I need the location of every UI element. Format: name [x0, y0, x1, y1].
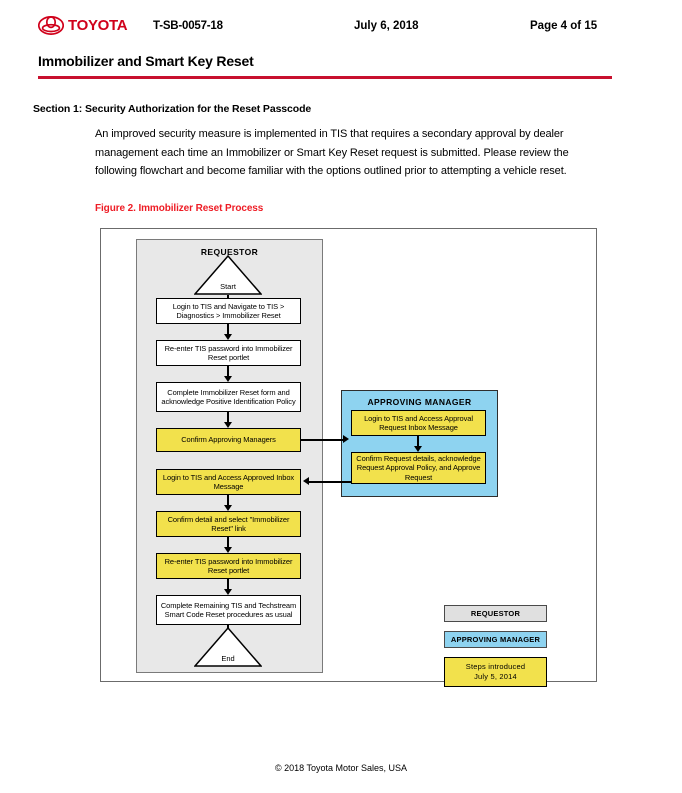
page-title: Immobilizer and Smart Key Reset: [38, 53, 254, 69]
connector-mgr-1-2: [417, 436, 419, 448]
arrow-down-mgr: [413, 446, 422, 452]
header-divider: [38, 76, 612, 79]
flow-step-complete-remaining: Complete Remaining TIS and Techstream Sm…: [156, 595, 301, 625]
arrow-down-7: [223, 589, 232, 595]
arrow-right-to-manager: [343, 434, 349, 443]
legend-item-requestor: REQUESTOR: [444, 605, 547, 622]
toyota-emblem-icon: [38, 16, 64, 35]
document-date: July 6, 2018: [354, 20, 419, 32]
swimlane-requestor-title: REQUESTOR: [200, 247, 259, 257]
swimlane-manager-title: APPROVING MANAGER: [367, 397, 472, 407]
flow-step-reenter-password-2: Re-enter TIS password into Immobilizer R…: [156, 553, 301, 579]
section-paragraph: An improved security measure is implemen…: [95, 128, 569, 177]
page-header: TOYOTA T-SB-0057-18 July 6, 2018 Page 4 …: [38, 16, 612, 42]
arrow-down-3: [223, 376, 232, 382]
connector-requestor-to-manager: [301, 439, 343, 441]
section-heading: Section 1: Security Authorization for th…: [33, 103, 312, 115]
page-number: Page 4 of 15: [530, 20, 598, 32]
flow-step-manager-access-approval-inbox: Login to TIS and Access Approval Request…: [351, 410, 486, 436]
connector-7-8: [227, 579, 229, 591]
flow-end-label: End: [221, 654, 235, 663]
toyota-wordmark: TOYOTA: [68, 17, 128, 34]
flow-step-reenter-password-1: Re-enter TIS password into Immobilizer R…: [156, 340, 301, 366]
flow-step-login-navigate: Login to TIS and Navigate to TIS > Diagn…: [156, 298, 301, 324]
document-id: T-SB-0057-18: [153, 20, 223, 32]
flow-start-node: Start: [194, 255, 262, 295]
connector-6-7: [227, 537, 229, 549]
connector-2-3: [227, 366, 229, 378]
flow-step-confirm-approving-managers: Confirm Approving Managers: [156, 428, 301, 452]
toyota-logo: TOYOTA: [38, 16, 128, 35]
figure-caption: Figure 2. Immobilizer Reset Process: [95, 203, 264, 214]
legend-item-approving-manager: APPROVING MANAGER: [444, 631, 547, 648]
flow-start-label: Start: [220, 282, 236, 291]
connector-manager-to-requestor: [309, 481, 351, 483]
connector-5-6: [227, 495, 229, 507]
flow-step-manager-confirm-approve: Confirm Request details, acknowledge Req…: [351, 452, 486, 484]
flow-step-complete-form: Complete Immobilizer Reset form and ackn…: [156, 382, 301, 412]
flow-step-access-approved-inbox: Login to TIS and Access Approved Inbox M…: [156, 469, 301, 495]
arrow-down-4: [223, 422, 232, 428]
connector-3-4: [227, 412, 229, 424]
figure-frame: REQUESTOR APPROVING MANAGER Start Login …: [100, 228, 597, 687]
page-footer: © 2018 Toyota Motor Sales, USA: [274, 763, 408, 773]
connector-1-2: [227, 324, 229, 336]
flow-step-confirm-detail-select-link: Confirm detail and select "Immobilizer R…: [156, 511, 301, 537]
flow-end-node: End: [194, 627, 262, 667]
arrow-down-2: [223, 334, 232, 340]
arrow-down-5: [223, 505, 232, 511]
figure-legend: REQUESTOR APPROVING MANAGER Steps introd…: [444, 605, 547, 696]
arrow-left-to-requestor: [303, 476, 309, 485]
arrow-down-6: [223, 547, 232, 553]
